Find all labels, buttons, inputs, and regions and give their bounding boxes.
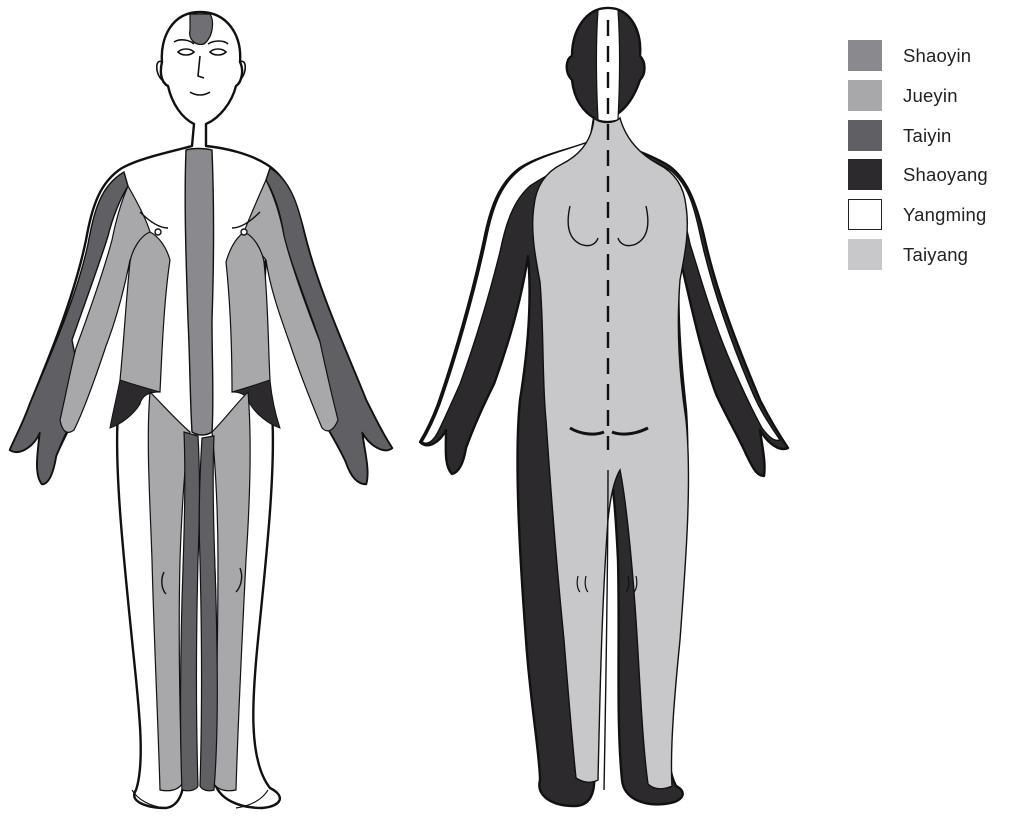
legend-swatch-shaoyin: [848, 40, 882, 71]
legend-label-taiyin: Taiyin: [903, 125, 952, 147]
legend-label-jueyin: Jueyin: [903, 85, 958, 107]
legend-swatch-taiyang: [848, 239, 882, 270]
legend-label-yangming: Yangming: [903, 204, 987, 226]
front-body-figure: [10, 12, 392, 808]
legend-label-taiyang: Taiyang: [903, 244, 968, 266]
legend-swatch-shaoyang: [848, 159, 882, 190]
legend-swatch-jueyin: [848, 80, 882, 111]
legend-swatch-yangming: [848, 199, 882, 230]
back-body-figure: [420, 8, 788, 806]
front-left-nipple: [155, 229, 161, 235]
legend-label-shaoyang: Shaoyang: [903, 164, 988, 186]
legend-label-shaoyin: Shaoyin: [903, 45, 971, 67]
front-right-nipple: [241, 229, 247, 235]
legend-swatch-taiyin: [848, 120, 882, 151]
